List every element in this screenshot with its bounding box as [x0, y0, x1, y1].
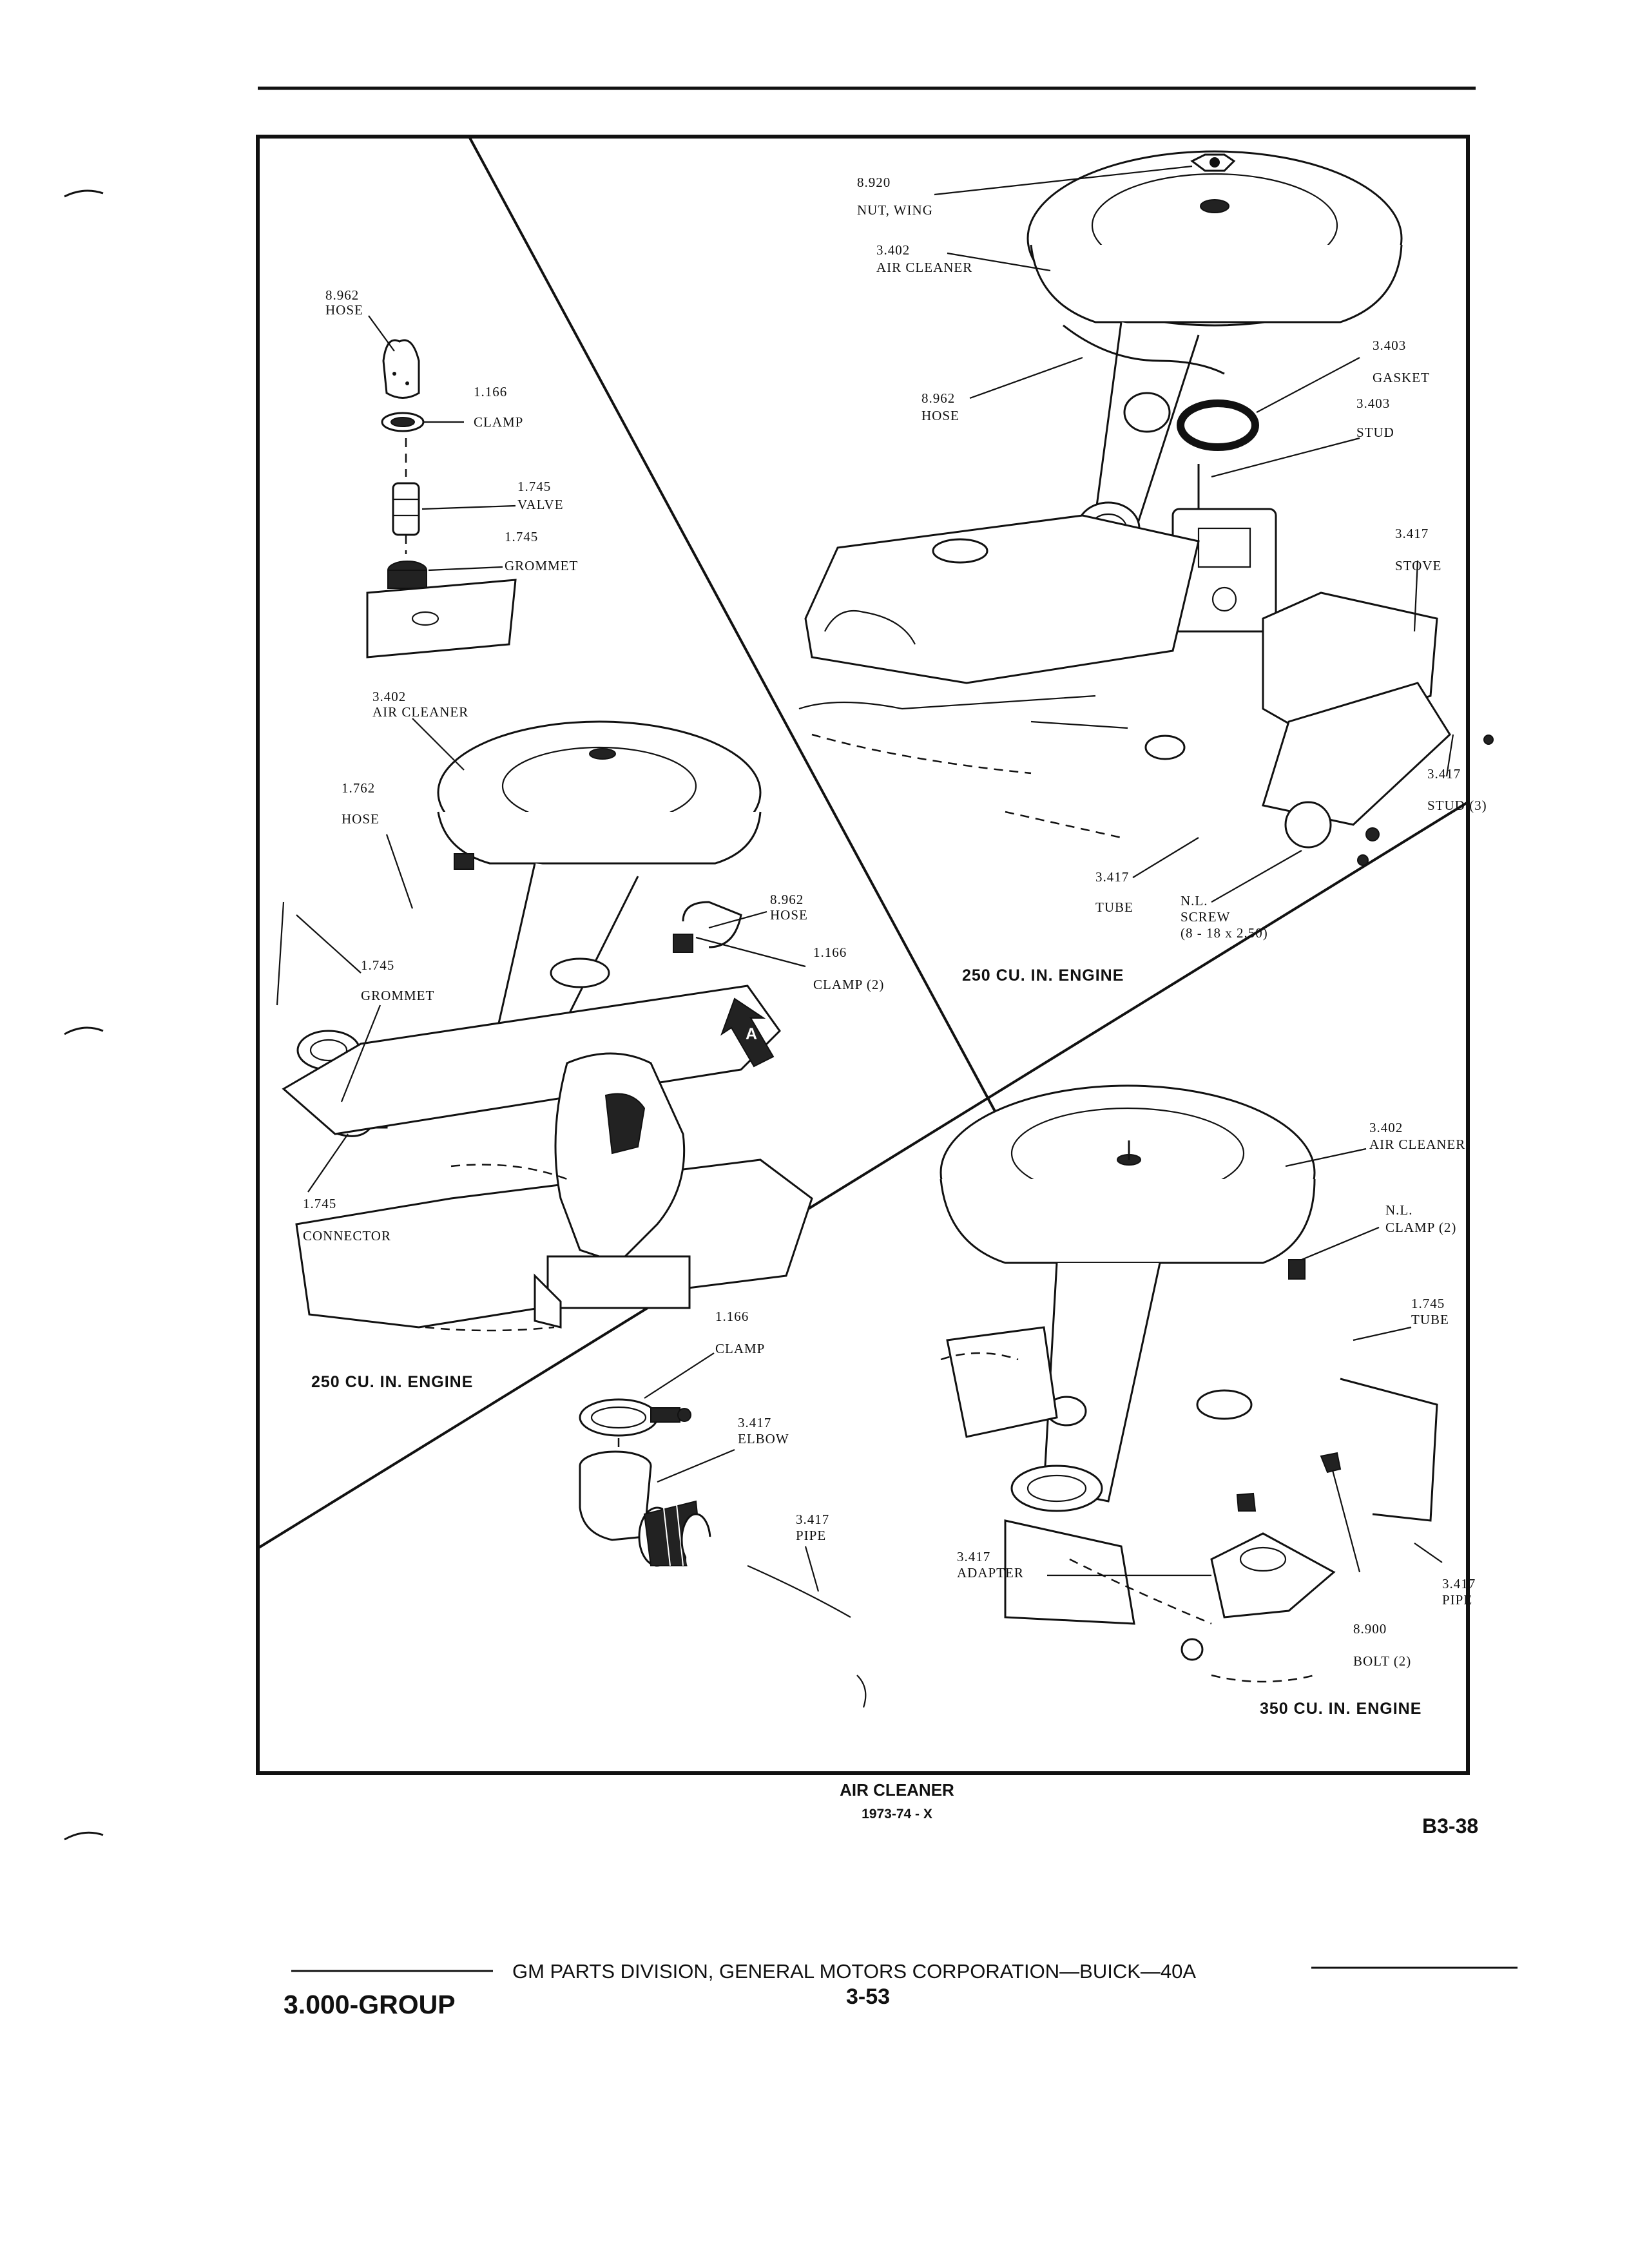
bottom-left-illustration	[579, 1398, 921, 1749]
label-grommet-code: 1.745	[361, 957, 394, 973]
left-illustration	[276, 339, 813, 1332]
left-labels: 8.962 HOSE 1.166 CLAMP 1.745 VALVE 1.745…	[303, 287, 884, 1391]
engine-title-bottom-right: 350 CU. IN. ENGINE	[1260, 1700, 1422, 1718]
top-right-illustration	[798, 150, 1494, 866]
label-stud3-code: 3.417	[1427, 766, 1461, 782]
label-br-adapter-code: 3.417	[957, 1549, 990, 1564]
label-bl-pipe-name: PIPE	[796, 1528, 826, 1543]
label-br-tube-name: TUBE	[1411, 1312, 1449, 1327]
label-cleaner-code: 3.402	[372, 689, 406, 704]
label-hose-name: HOSE	[921, 408, 959, 423]
label-clamp2-name: CLAMP (2)	[813, 977, 884, 992]
page-reference: B3-38	[1422, 1814, 1478, 1838]
label-br-pipe-name: PIPE	[1442, 1592, 1472, 1608]
footer-page: 3-53	[846, 1984, 890, 2009]
bottom-right-labels: 3.402 AIR CLEANER N.L. CLAMP (2) 1.745 T…	[957, 1120, 1476, 1718]
label-clamp-name: CLAMP	[474, 414, 523, 430]
caption-subtitle: 1973-74 - X	[862, 1807, 932, 1821]
arrow-letter: A	[746, 1025, 758, 1043]
binder-mark	[64, 1026, 104, 1035]
label-stove-code: 3.417	[1395, 526, 1429, 541]
bottom-left-labels: 1.166 CLAMP 3.417 ELBOW 3.417 PIPE	[715, 1309, 829, 1543]
label-br-cleaner-name: AIR CLEANER	[1369, 1137, 1465, 1152]
label-bl-clamp-name: CLAMP	[715, 1341, 765, 1356]
label-grommet-top-name: GROMMET	[505, 558, 578, 573]
label-screw-code: N.L.	[1181, 893, 1208, 908]
label-hose-right-code: 8.962	[770, 892, 804, 907]
label-grommet-name: GROMMET	[361, 988, 434, 1003]
panel-divider	[468, 136, 1003, 1125]
label-clamp-code: 1.166	[474, 384, 507, 399]
label-bl-elbow-code: 3.417	[738, 1415, 771, 1430]
label-br-clamp-code: N.L.	[1385, 1202, 1413, 1218]
label-stud-code: 3.403	[1356, 396, 1390, 411]
label-br-clamp-name: CLAMP (2)	[1385, 1220, 1456, 1235]
bottom-right-illustration	[940, 1084, 1438, 1683]
label-br-bolt-name: BOLT (2)	[1353, 1653, 1411, 1669]
label-cleaner-name: AIR CLEANER	[876, 260, 972, 275]
label-hose-top-code: 8.962	[325, 287, 359, 303]
footer-company: GM PARTS DIVISION, GENERAL MOTORS CORPOR…	[512, 1960, 1196, 1983]
bottom-right-leaders	[1047, 1148, 1443, 1577]
label-cleaner-name: AIR CLEANER	[372, 704, 468, 720]
label-nut-name: NUT, WING	[857, 202, 933, 218]
top-right-leaders	[934, 165, 1454, 903]
engine-title-left: 250 CU. IN. ENGINE	[311, 1373, 473, 1391]
label-tube-code: 3.417	[1095, 869, 1129, 885]
label-br-tube-code: 1.745	[1411, 1296, 1445, 1311]
label-stove-name: STOVE	[1395, 558, 1441, 573]
label-br-adapter-name: ADAPTER	[957, 1565, 1024, 1581]
label-cleaner-code: 3.402	[876, 242, 910, 258]
label-tube-name: TUBE	[1095, 899, 1133, 915]
label-hose-code: 8.962	[921, 390, 955, 406]
top-right-labels: 8.920 NUT, WING 3.402 AIR CLEANER 8.962 …	[857, 175, 1487, 985]
label-valve-code: 1.745	[517, 479, 551, 494]
bottom-left-leaders	[644, 1352, 820, 1592]
label-hose-big-name: HOSE	[342, 811, 380, 827]
label-valve-name: VALVE	[517, 497, 564, 512]
label-hose-right-name: HOSE	[770, 907, 808, 923]
binder-mark	[64, 1831, 104, 1841]
label-screw-spec: (8 - 18 x 2.50)	[1181, 925, 1268, 941]
label-stud3-name: STUD (3)	[1427, 798, 1487, 813]
label-bl-clamp-code: 1.166	[715, 1309, 749, 1324]
engine-title-top-right: 250 CU. IN. ENGINE	[962, 966, 1124, 985]
left-leaders	[307, 315, 806, 1193]
footer-group: 3.000-GROUP	[284, 1990, 456, 2019]
label-connector-name: CONNECTOR	[303, 1228, 391, 1244]
label-screw-name: SCREW	[1181, 909, 1230, 925]
label-stud-name: STUD	[1356, 425, 1394, 440]
label-grommet-top-code: 1.745	[505, 529, 538, 544]
panel-divider	[256, 801, 1469, 1550]
caption-title: AIR CLEANER	[840, 1780, 954, 1800]
label-gasket-code: 3.403	[1373, 338, 1406, 353]
label-br-cleaner-code: 3.402	[1369, 1120, 1403, 1135]
label-connector-code: 1.745	[303, 1196, 336, 1211]
label-nut-code: 8.920	[857, 175, 891, 190]
label-hose-top-name: HOSE	[325, 302, 363, 318]
label-br-pipe-code: 3.417	[1442, 1576, 1476, 1591]
label-br-bolt-code: 8.900	[1353, 1621, 1387, 1637]
binder-mark	[64, 189, 104, 198]
diagram-frame	[256, 135, 1470, 1775]
label-clamp2-code: 1.166	[813, 945, 847, 960]
label-gasket-name: GASKET	[1373, 370, 1430, 385]
label-bl-pipe-code: 3.417	[796, 1512, 829, 1527]
label-hose-big-code: 1.762	[342, 780, 375, 796]
label-bl-elbow-name: ELBOW	[738, 1431, 789, 1446]
